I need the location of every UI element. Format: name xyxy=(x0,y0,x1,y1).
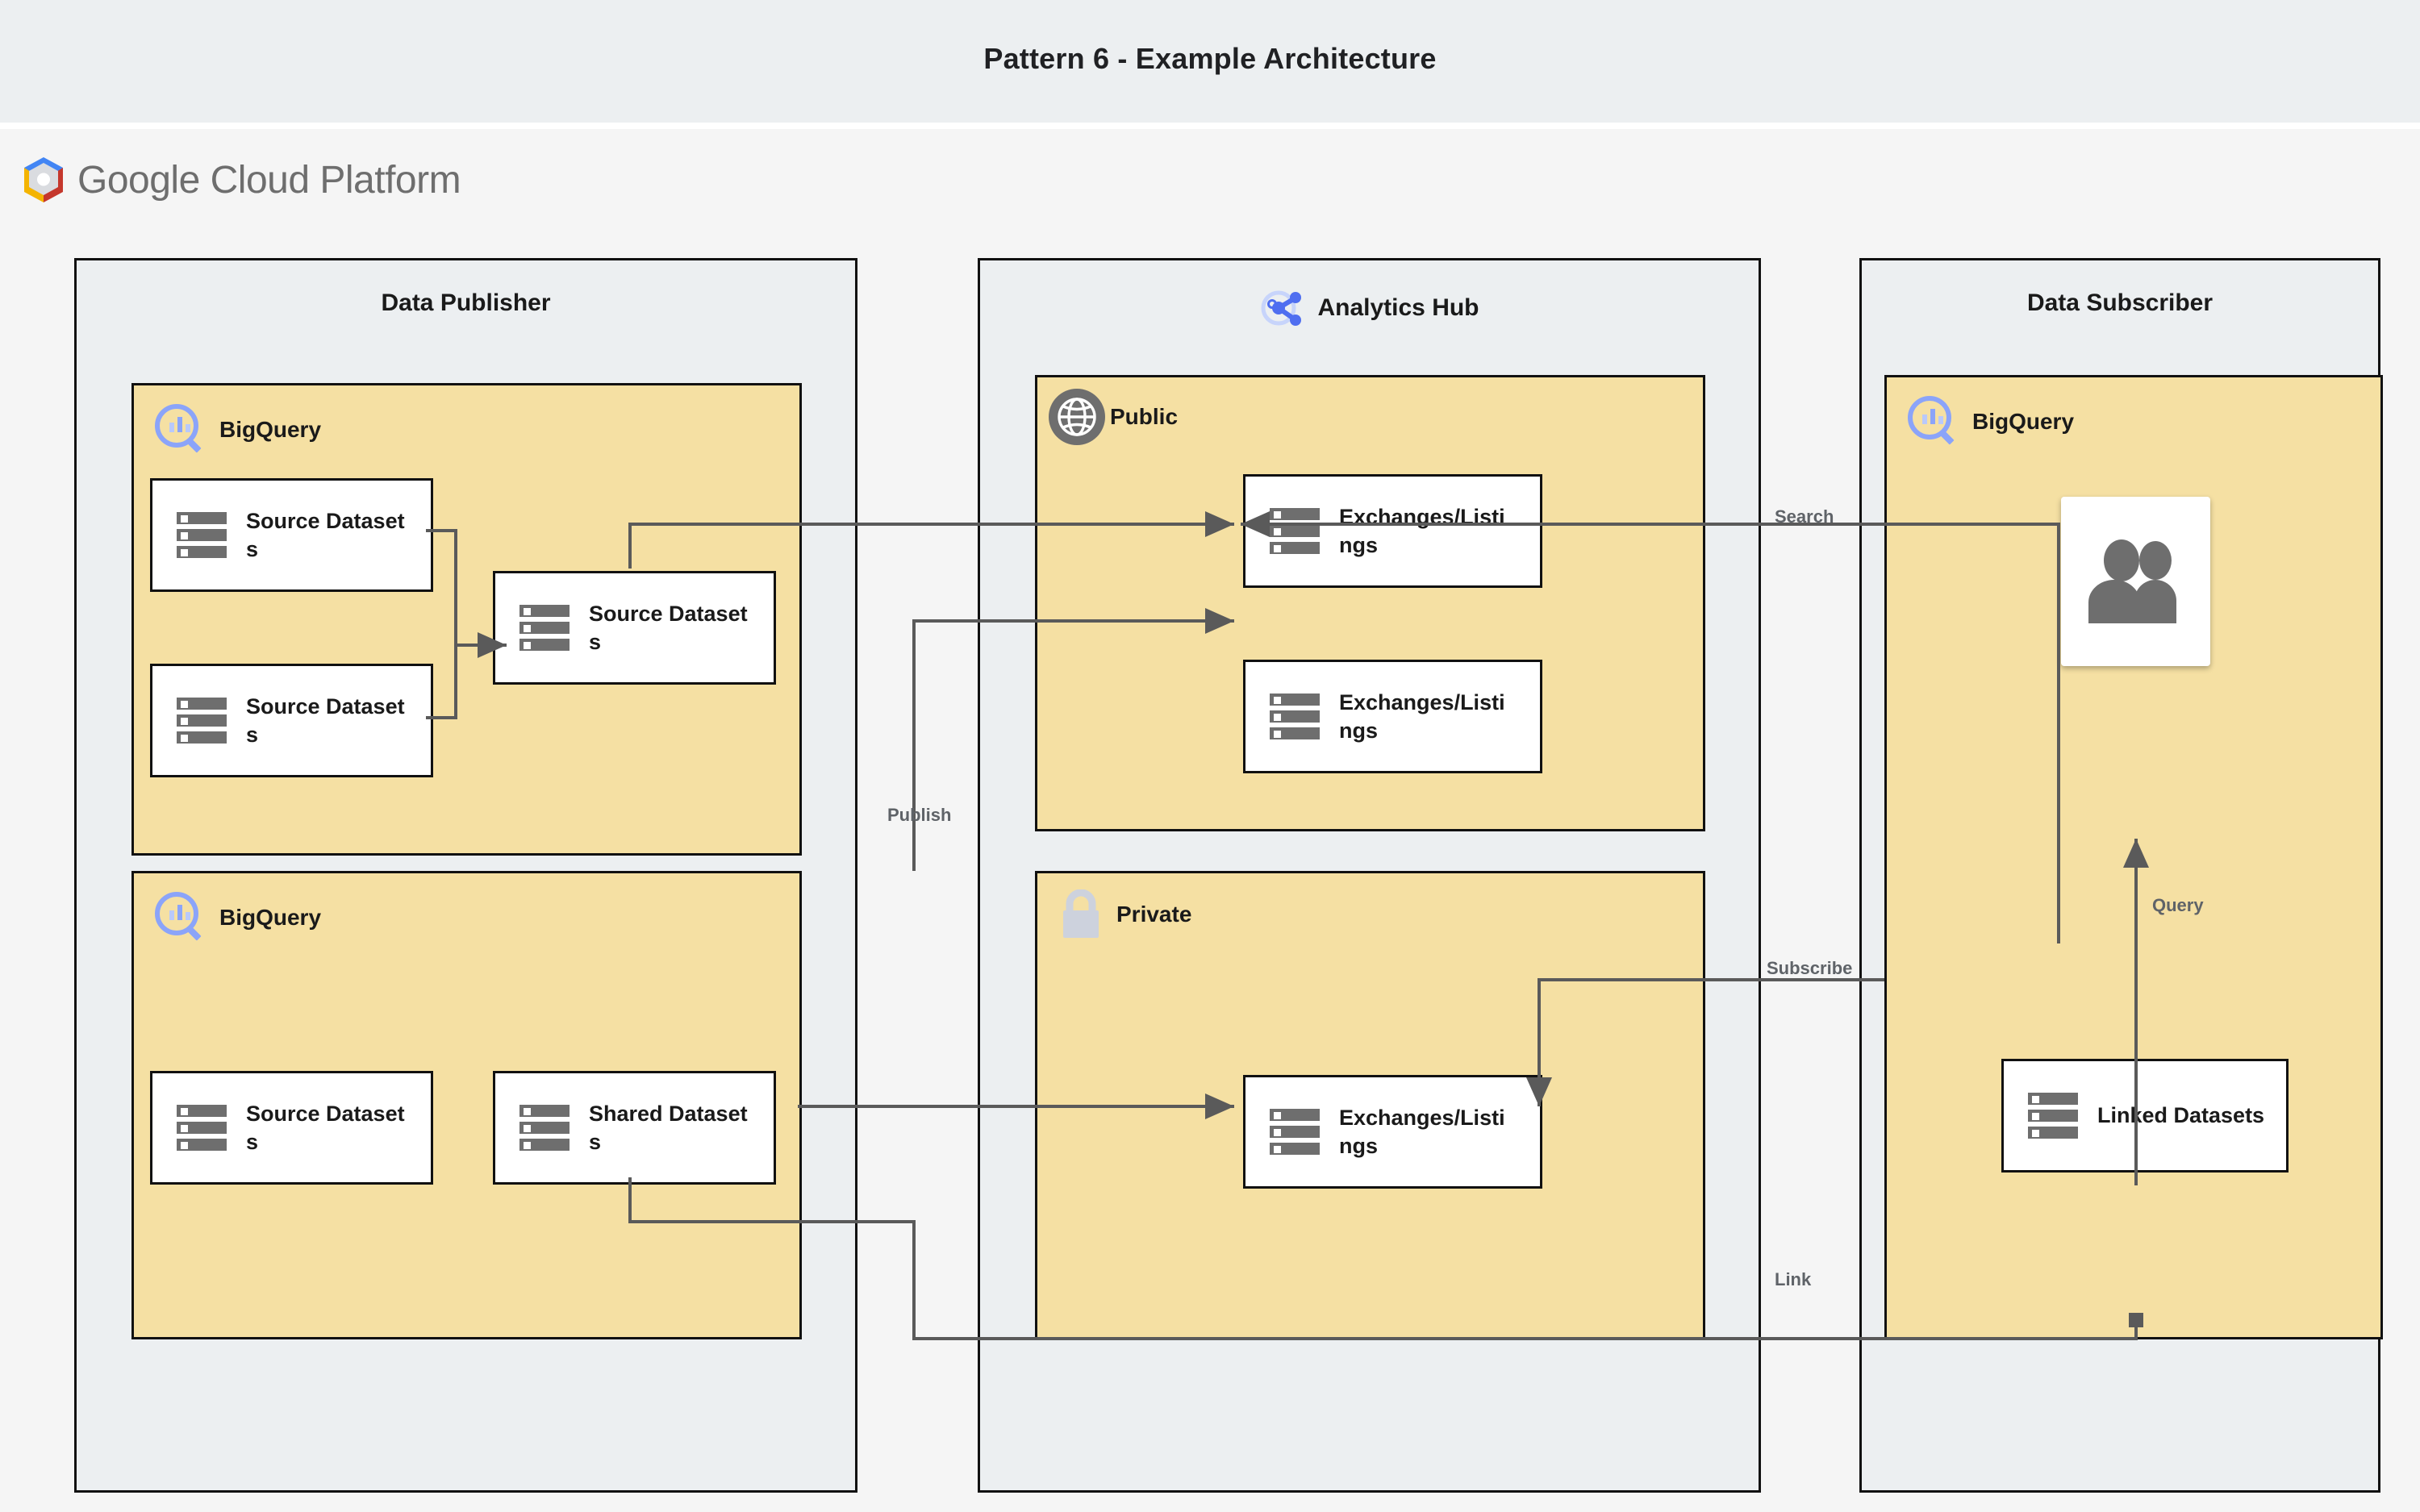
group-hub-private: Private Exchanges/Listings xyxy=(1035,871,1705,1339)
node-label: Source Datasets xyxy=(246,694,405,747)
group-label: BigQuery xyxy=(219,905,322,930)
zone-label: Analytics Hub xyxy=(1317,294,1479,321)
node-label: Exchanges/Listings xyxy=(1339,1105,1505,1158)
bigquery-magnifier-icon xyxy=(155,404,202,453)
node-pub-source-2: Source Datasets xyxy=(150,664,433,777)
bigquery-magnifier-icon xyxy=(1908,396,1955,445)
node-label: Source Datasets xyxy=(246,1101,405,1154)
group-label: BigQuery xyxy=(1972,409,2075,434)
brand-text: Google Cloud Platform xyxy=(77,158,461,202)
node-pub-source-1: Source Datasets xyxy=(150,478,433,592)
group-header: BigQuery xyxy=(153,891,321,944)
edge-label-search: Search xyxy=(1775,506,1834,527)
google-cloud-hexagon-icon xyxy=(24,157,63,202)
node-label: Exchanges/Listings xyxy=(1339,689,1505,743)
group-header: BigQuery xyxy=(153,403,321,456)
google-cloud-platform-logo: Google Cloud Platform xyxy=(23,156,461,203)
dataset-stack-icon xyxy=(1270,692,1320,742)
dataset-stack-icon xyxy=(177,696,227,746)
zone-title-data-subscriber: Data Subscriber xyxy=(2026,289,2213,316)
node-label: Source Datasets xyxy=(589,601,748,654)
zone-title-data-publisher: Data Publisher xyxy=(381,289,551,316)
title-bar: Pattern 6 - Example Architecture xyxy=(0,0,2420,123)
dataset-stack-icon xyxy=(1270,1107,1320,1157)
group-header: Public xyxy=(1049,389,1178,445)
brand-cloud-platform: Cloud Platform xyxy=(210,158,461,202)
edge-label-link: Link xyxy=(1775,1269,1812,1289)
group-label: Private xyxy=(1116,902,1192,927)
bigquery-magnifier-icon xyxy=(155,892,202,941)
padlock-icon xyxy=(1063,889,1099,938)
edge-label-subscribe: Subscribe xyxy=(1767,958,1853,978)
node-sub-linked: Linked Datasets xyxy=(2001,1059,2289,1173)
zone-title-analytics-hub: Analytics Hub xyxy=(980,285,1759,331)
group-hub-public: Public Exchanges/Listings Exchanges/List… xyxy=(1035,375,1705,831)
dataset-stack-icon xyxy=(2028,1091,2078,1141)
edge-label-query: Query xyxy=(2152,895,2204,915)
node-label: Shared Datasets xyxy=(589,1101,748,1154)
people-group-icon xyxy=(2088,539,2176,623)
dataset-stack-icon xyxy=(519,603,570,653)
dataset-stack-icon xyxy=(177,510,227,560)
node-pub-shared: Shared Datasets xyxy=(493,1071,776,1185)
page-title: Pattern 6 - Example Architecture xyxy=(983,42,1437,75)
node-private-exchange-1: Exchanges/Listings xyxy=(1243,1075,1542,1189)
node-public-exchange-1: Exchanges/Listings xyxy=(1243,474,1542,588)
node-public-exchange-2: Exchanges/Listings xyxy=(1243,660,1542,773)
edge-label-publish: Publish xyxy=(887,805,952,825)
group-label: BigQuery xyxy=(219,417,322,442)
node-label: Source Datasets xyxy=(246,508,405,561)
group-subscriber-bigquery: BigQuery Linked Datasets xyxy=(1884,375,2383,1339)
node-label: Exchanges/Listings xyxy=(1339,504,1505,557)
share-network-icon xyxy=(1261,290,1302,326)
diagram-stage: Google Cloud Platform Data Publisher Big… xyxy=(0,129,2420,1512)
dataset-stack-icon xyxy=(177,1103,227,1153)
node-pub-source-merged: Source Datasets xyxy=(493,571,776,685)
node-label: Linked Datasets xyxy=(2097,1103,2265,1128)
group-publisher-bigquery-bottom: BigQuery Source Datasets Shared Datasets xyxy=(131,871,802,1339)
group-publisher-bigquery-top: BigQuery Source Datasets Source Datasets… xyxy=(131,383,802,856)
brand-google: Google xyxy=(77,158,200,202)
globe-icon xyxy=(1049,389,1105,445)
node-pub-source-3: Source Datasets xyxy=(150,1071,433,1185)
dataset-stack-icon xyxy=(519,1103,570,1153)
group-header: Private xyxy=(1058,889,1191,939)
subscriber-users-card xyxy=(2061,497,2210,666)
dataset-stack-icon xyxy=(1270,506,1320,556)
group-header: BigQuery xyxy=(1906,395,2074,448)
group-label: Public xyxy=(1110,404,1179,429)
